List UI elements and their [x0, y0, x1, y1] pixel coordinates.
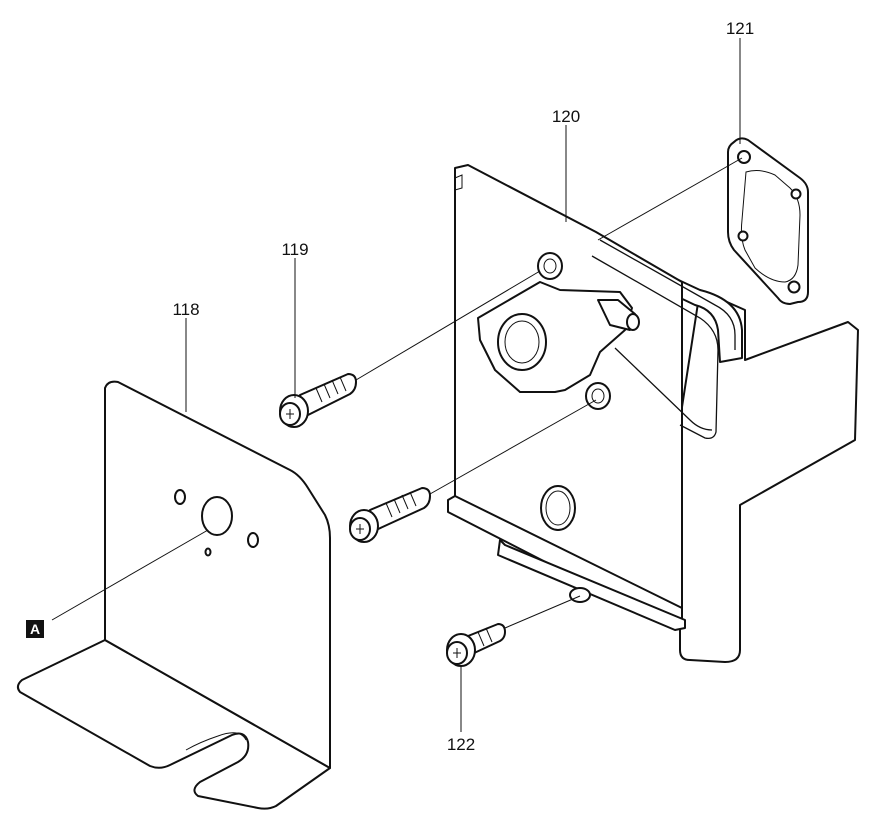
callout-118: 118: [172, 300, 199, 319]
callout-119: 119: [281, 240, 308, 259]
reference-marker-letter: A: [30, 621, 40, 637]
part-118-shield-bracket: [16, 380, 331, 810]
callout-120: 120: [552, 107, 580, 126]
reference-marker-box: [26, 620, 44, 638]
callout-leaders: [185, 38, 741, 732]
callout-122: 122: [447, 735, 475, 754]
callout-121: 121: [726, 19, 754, 38]
assembly-lines: [51, 157, 743, 629]
reference-marker-a: A: [26, 620, 44, 638]
part-121-gasket: [727, 137, 809, 305]
screw-122: [446, 623, 506, 667]
screw-middle: [349, 487, 431, 543]
screw-119: [279, 373, 357, 428]
insulator-flange: [477, 252, 640, 410]
